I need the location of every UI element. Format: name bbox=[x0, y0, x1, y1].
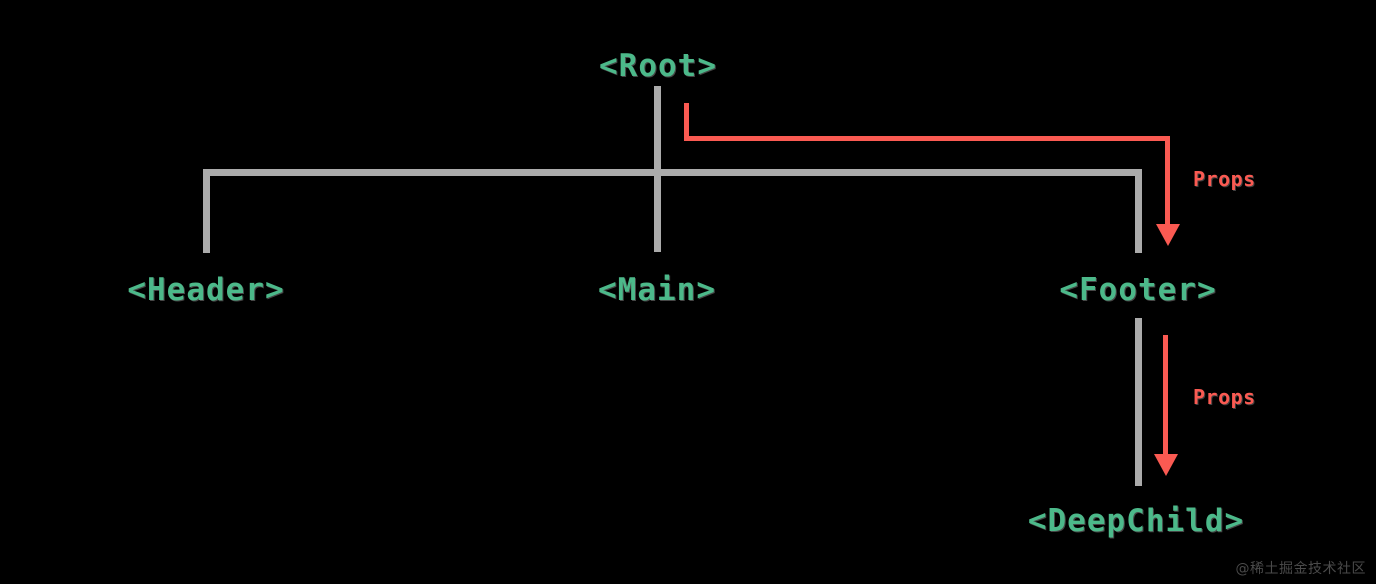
props-flow-root-footer-segment-drop bbox=[1165, 136, 1170, 230]
props-label-footer-deepchild: Props bbox=[1193, 385, 1256, 409]
connector-drop-header bbox=[203, 169, 210, 253]
connector-horizontal-bar bbox=[203, 169, 1142, 176]
node-main: <Main> bbox=[598, 272, 716, 308]
props-flow-root-footer-segment-horizontal bbox=[684, 136, 1170, 141]
props-flow-footer-deepchild-segment-vertical bbox=[1163, 335, 1168, 460]
watermark: @稀土掘金技术社区 bbox=[1235, 561, 1366, 577]
props-flow-root-footer-arrowhead-icon bbox=[1156, 224, 1180, 246]
props-flow-footer-deepchild-arrowhead-icon bbox=[1154, 454, 1178, 476]
props-flow-root-footer-segment-vertical bbox=[684, 103, 689, 140]
node-deepchild: <DeepChild> bbox=[1027, 503, 1245, 539]
connector-drop-deepchild bbox=[1135, 318, 1142, 486]
node-footer: <Footer> bbox=[1059, 272, 1217, 308]
connector-drop-footer bbox=[1135, 169, 1142, 253]
props-label-root-footer: Props bbox=[1193, 167, 1256, 191]
node-root: <Root> bbox=[599, 48, 717, 84]
node-header: <Header> bbox=[127, 272, 285, 308]
